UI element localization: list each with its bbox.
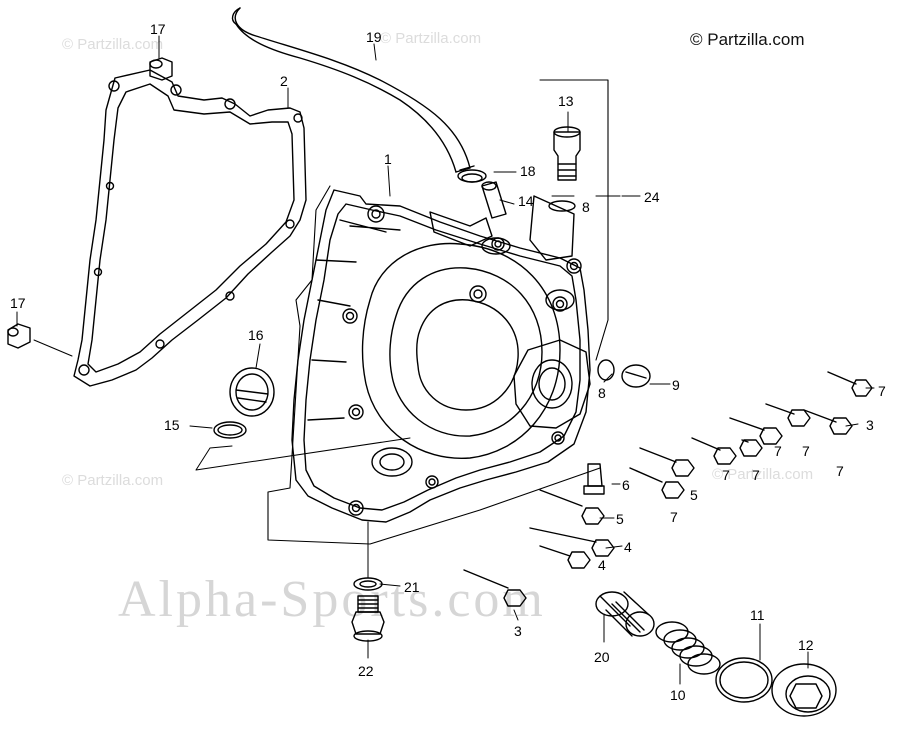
leader-lines bbox=[16, 35, 875, 685]
copyright-notice: © Partzilla.com bbox=[690, 30, 805, 49]
flange-bolt bbox=[629, 467, 685, 499]
callout-20: 20 bbox=[594, 649, 610, 665]
flange-bolt bbox=[463, 569, 527, 607]
watermark-small: © Partzilla.com bbox=[380, 30, 482, 47]
flange-bolt bbox=[691, 437, 737, 465]
callout-17: 17 bbox=[10, 295, 26, 311]
callout-14: 14 bbox=[518, 193, 534, 209]
callout-18: 18 bbox=[520, 163, 536, 179]
crankcase-cover bbox=[291, 189, 591, 523]
callout-8: 8 bbox=[598, 385, 606, 401]
callout-17: 17 bbox=[150, 21, 166, 37]
callout-22: 22 bbox=[358, 663, 374, 679]
callout-11: 11 bbox=[750, 607, 765, 623]
watermark-large: Alpha-Sports.com bbox=[118, 571, 546, 628]
o-ring bbox=[213, 421, 247, 439]
callout-3: 3 bbox=[866, 417, 874, 433]
stud-bolt bbox=[583, 463, 605, 495]
flange-bolt bbox=[729, 417, 783, 445]
callout-4: 4 bbox=[598, 557, 606, 573]
flange-bolt bbox=[539, 545, 591, 569]
o-ring bbox=[597, 359, 615, 381]
callout-19: 19 bbox=[366, 29, 382, 45]
callout-13: 13 bbox=[558, 93, 574, 109]
group-bracket bbox=[267, 185, 601, 545]
callout-4: 4 bbox=[624, 539, 632, 555]
callout-7: 7 bbox=[878, 383, 886, 399]
inspection-cap bbox=[621, 364, 651, 388]
callout-6: 6 bbox=[622, 477, 630, 493]
flange-bolt bbox=[739, 439, 763, 457]
callout-7: 7 bbox=[722, 467, 730, 483]
callout-7: 7 bbox=[802, 443, 810, 459]
callout-1: 1 bbox=[384, 151, 392, 167]
timing-cap bbox=[229, 367, 275, 417]
breather-hose bbox=[231, 7, 475, 173]
callout-21: 21 bbox=[404, 579, 420, 595]
callout-2: 2 bbox=[280, 73, 288, 89]
watermark-small: © Partzilla.com bbox=[712, 466, 814, 483]
callout-7: 7 bbox=[774, 443, 782, 459]
drain-cap bbox=[771, 663, 837, 717]
flange-bolt bbox=[529, 527, 615, 557]
gasket bbox=[73, 69, 307, 387]
callout-16: 16 bbox=[248, 327, 264, 343]
drain-plug bbox=[351, 595, 385, 642]
o-ring bbox=[548, 200, 576, 212]
sealing-washer bbox=[353, 577, 383, 591]
callout-15: 15 bbox=[164, 417, 180, 433]
flange-bolt bbox=[803, 409, 853, 435]
o-ring bbox=[715, 657, 773, 703]
callout-7: 7 bbox=[752, 467, 760, 483]
callout-5: 5 bbox=[690, 487, 698, 503]
callout-3: 3 bbox=[514, 623, 522, 639]
watermark-small: © Partzilla.com bbox=[62, 36, 164, 53]
group-bracket bbox=[539, 79, 621, 361]
strainer-spring bbox=[655, 621, 721, 675]
breather-fitting bbox=[481, 181, 507, 219]
callout-7: 7 bbox=[670, 509, 678, 525]
dowel-pin bbox=[7, 323, 31, 349]
hose-clamp bbox=[457, 169, 487, 183]
callout-9: 9 bbox=[672, 377, 680, 393]
watermark-small: © Partzilla.com bbox=[62, 472, 164, 489]
callout-7: 7 bbox=[836, 463, 844, 479]
oil-filler-plug bbox=[553, 126, 581, 181]
flange-bolt bbox=[539, 489, 605, 525]
flange-bolt bbox=[639, 447, 695, 477]
flange-bolt bbox=[765, 403, 811, 427]
callout-labels: 17 2 17 1 19 13 18 8 14 24 16 15 8 9 7 3… bbox=[10, 21, 886, 703]
callout-24: 24 bbox=[644, 189, 660, 205]
callout-5: 5 bbox=[616, 511, 624, 527]
dowel-pin bbox=[149, 57, 173, 81]
oil-strainer bbox=[595, 591, 655, 637]
callout-10: 10 bbox=[670, 687, 686, 703]
callout-8: 8 bbox=[582, 199, 590, 215]
flange-bolt bbox=[827, 371, 873, 397]
callout-12: 12 bbox=[798, 637, 814, 653]
